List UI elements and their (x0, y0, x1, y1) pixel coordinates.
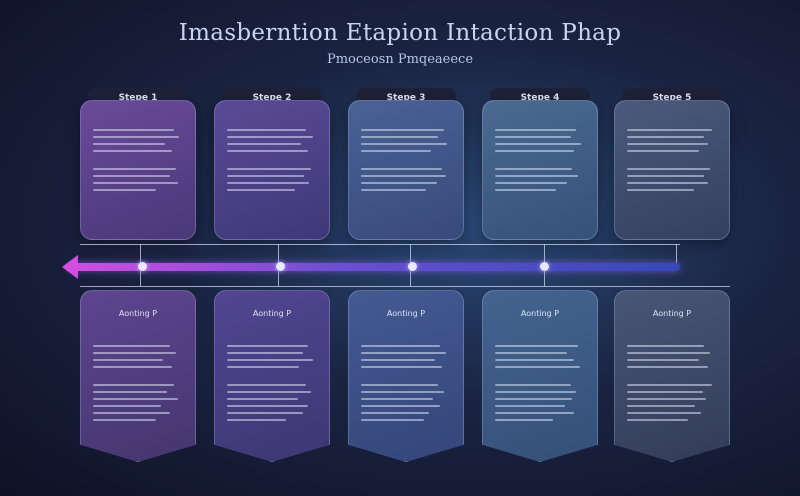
timeline-arrow-icon (62, 255, 78, 279)
stage-card-top-2 (214, 100, 330, 240)
stage-card-top-5 (614, 100, 730, 240)
stage-card-bottom-4: Aonting P (482, 290, 598, 462)
connector-line (80, 244, 680, 245)
card-heading: Aonting P (520, 309, 560, 318)
stage-card-bottom-2: Aonting P (214, 290, 330, 462)
text-lines (627, 129, 717, 196)
stage-card-top-3 (348, 100, 464, 240)
connector-line (544, 271, 545, 286)
stage-card-bottom-5: Aonting P (614, 290, 730, 462)
timeline-marker (540, 262, 549, 271)
card-heading: Aonting P (386, 309, 426, 318)
text-lines (495, 129, 585, 196)
text-lines (361, 345, 451, 426)
timeline-marker (276, 262, 285, 271)
connector-line (278, 244, 279, 263)
connector-line (410, 244, 411, 263)
card-heading: Aonting P (252, 309, 292, 318)
stage-card-top-4 (482, 100, 598, 240)
stage-card-bottom-3: Aonting P (348, 290, 464, 462)
connector-line (410, 271, 411, 286)
connector-line (278, 271, 279, 286)
text-lines (93, 129, 183, 196)
card-heading: Aonting P (118, 309, 158, 318)
stage-card-top-1 (80, 100, 196, 240)
text-lines (227, 129, 317, 196)
card-heading: Aonting P (652, 309, 692, 318)
connector-line (676, 244, 677, 263)
connector-line (80, 286, 730, 287)
connector-line (140, 244, 141, 263)
diagram-subtitle: Pmoceosn Pmqeaeece (326, 52, 474, 67)
timeline-marker (138, 262, 147, 271)
stage-card-bottom-1: Aonting P (80, 290, 196, 462)
text-lines (627, 345, 717, 426)
text-lines (227, 345, 317, 426)
connector-line (140, 271, 141, 286)
text-lines (361, 129, 451, 196)
timeline-marker (408, 262, 417, 271)
text-lines (495, 345, 585, 426)
text-lines (93, 345, 183, 426)
connector-line (544, 244, 545, 263)
timeline-bar (68, 263, 680, 271)
diagram-title: Imasberntion Etapion Intaction Phap (178, 20, 622, 46)
